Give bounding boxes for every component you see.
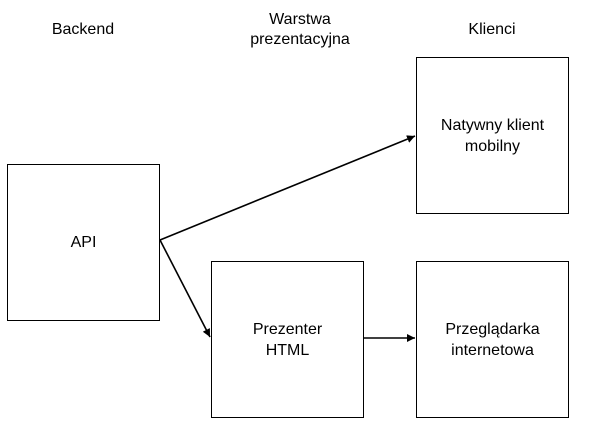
- node-mobile-client-line1: Natywny klient: [440, 116, 545, 134]
- column-header-presentation: Warstwa prezentacyjna: [230, 10, 370, 50]
- column-header-backend: Backend: [33, 20, 133, 40]
- column-header-presentation-line1: Warstwa: [269, 11, 331, 28]
- column-header-backend-label: Backend: [51, 21, 115, 38]
- node-html-presenter-line1: Prezenter: [252, 320, 323, 338]
- column-header-presentation-line2: prezentacyjna: [250, 31, 350, 48]
- node-web-browser-line1: Przeglądarka: [445, 320, 540, 338]
- node-api-label: API: [70, 234, 97, 251]
- node-api: API: [7, 164, 160, 321]
- edge-api-to-mobile: [159, 135, 416, 241]
- node-mobile-client: Natywny klient mobilny: [416, 57, 569, 214]
- node-web-browser-line2: internetowa: [451, 341, 534, 359]
- edge-api-to-presenter: [159, 239, 211, 338]
- node-html-presenter: Prezenter HTML: [211, 261, 364, 418]
- column-header-clients-label: Klienci: [468, 21, 516, 38]
- node-mobile-client-line2: mobilny: [464, 137, 521, 155]
- node-html-presenter-line2: HTML: [265, 341, 310, 359]
- node-web-browser: Przeglądarka internetowa: [416, 261, 569, 418]
- column-header-clients: Klienci: [442, 20, 542, 40]
